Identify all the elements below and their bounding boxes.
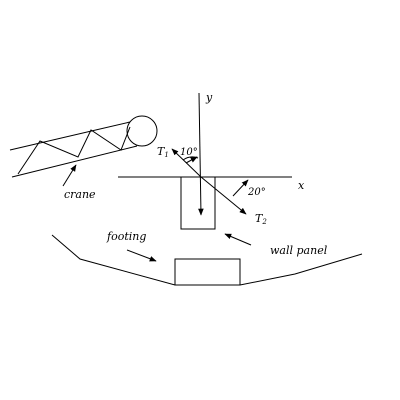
ground-profile (51, 234, 363, 286)
t1-label: T1 (157, 145, 169, 159)
angle-10-arrow (185, 156, 198, 164)
footing-block (174, 258, 241, 286)
t2-arrow (200, 176, 247, 215)
wall-panel-rect (180, 177, 216, 230)
crane-pointer-arrow (62, 164, 77, 187)
x-axis-label: x (298, 179, 305, 192)
t1-letter: T (157, 145, 166, 158)
footing-label: footing (106, 230, 146, 243)
crane-label: crane (64, 188, 96, 201)
wall-panel-pointer-arrow (224, 233, 252, 246)
t2-label: T2 (255, 212, 267, 226)
angle-10-label: 10° (180, 147, 198, 158)
pulley-icon (126, 115, 158, 147)
wall-panel-label: wall panel (270, 244, 328, 257)
angle-20-arrow (232, 179, 249, 197)
y-axis-label: y (205, 91, 213, 104)
crane-truss (9, 115, 158, 178)
t1-subscript: 1 (164, 151, 168, 159)
t2-subscript: 2 (261, 218, 267, 226)
angle-20-label: 20° (247, 187, 266, 198)
t2-letter: T (255, 212, 264, 225)
footing-pointer-arrow (126, 249, 157, 262)
y-axis (198, 92, 204, 216)
